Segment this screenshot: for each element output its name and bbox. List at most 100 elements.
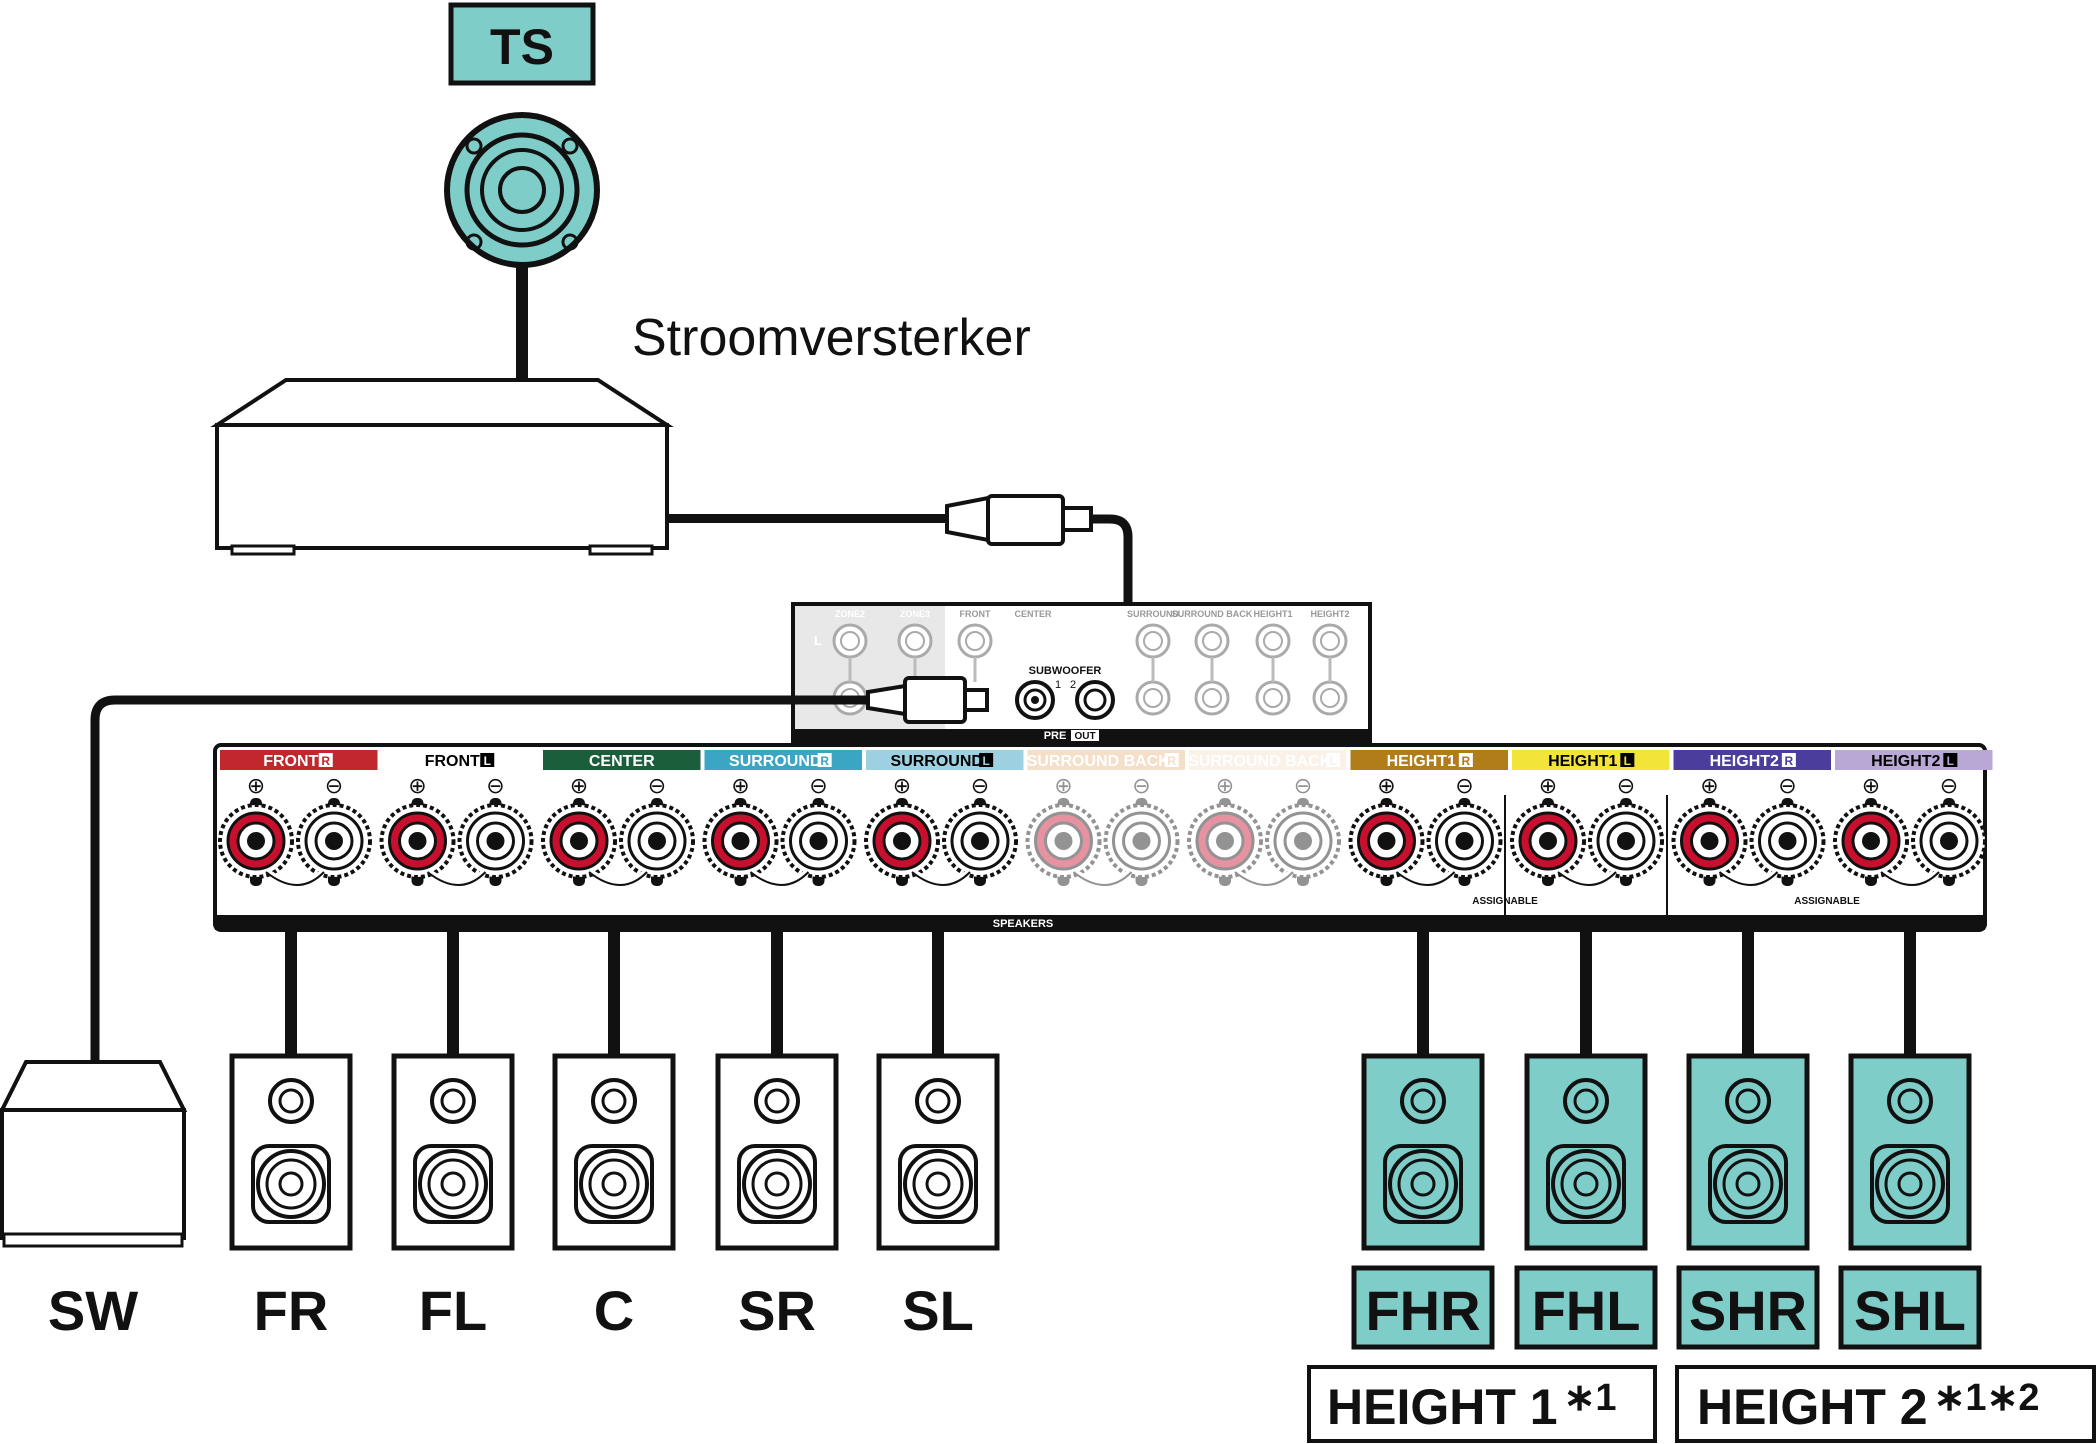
speaker-label: FHR (1365, 1279, 1480, 1342)
binding-post-icon (1187, 803, 1263, 879)
terminal-channel-label: CENTER (589, 753, 655, 770)
power-amplifier: Stroomversterker (210, 309, 1031, 556)
plus-icon: ⊕ (893, 774, 911, 799)
terminal-channel-label: SURROUND (729, 753, 821, 770)
speaker-label: FR (254, 1279, 329, 1342)
subwoofer: SW (0, 1060, 188, 1342)
pre-label: PRE (1044, 730, 1067, 742)
speaker-cable (1580, 915, 1592, 1057)
terminal-channel-label: SURROUND (891, 753, 983, 770)
preout-jack (832, 623, 868, 659)
terminal-channel-label: FRONT (263, 753, 318, 770)
terminal-side-label: R (321, 754, 330, 768)
minus-icon: ⊖ (1940, 774, 1958, 799)
height-group-1: HEIGHT 1∗1 (1307, 1365, 1657, 1443)
speaker-sl: SL (876, 915, 1000, 1342)
preout-jack (897, 623, 933, 659)
out-label: OUT (1074, 731, 1095, 742)
subwoofer-jack-2 (1075, 680, 1115, 720)
speaker-shl: SHL (1838, 915, 1982, 1350)
binding-post-icon (1025, 803, 1102, 879)
preout-col-label: ZONE3 (900, 609, 930, 619)
plus-icon: ⊕ (247, 774, 265, 799)
speaker-cable (1742, 915, 1754, 1057)
amplifier-label: Stroomversterker (632, 309, 1031, 367)
terminal-side-label: L (1624, 754, 1631, 768)
top-speaker-label-box (448, 2, 596, 86)
svg-text:HEIGHT 1∗1: HEIGHT 1∗1 (1327, 1377, 1617, 1435)
minus-icon: ⊖ (648, 774, 666, 799)
preout-jack (1312, 680, 1348, 716)
speaker-cable (932, 915, 944, 1057)
plus-icon: ⊕ (1054, 774, 1072, 799)
subwoofer-cable (90, 676, 989, 1062)
minus-icon: ⊖ (1778, 774, 1796, 799)
speaker-label: C (594, 1279, 634, 1342)
height-group-1-label: HEIGHT 1 (1327, 1379, 1558, 1435)
height-group-1-note: ∗1 (1564, 1377, 1617, 1419)
terminal-side-label: L (1947, 754, 1954, 768)
terminal-channel-label: HEIGHT2 (1871, 753, 1940, 770)
preout-col-label: SURROUND BACK (1172, 609, 1253, 619)
minus-icon: ⊖ (971, 774, 989, 799)
terminal-channel-label: SURROUND BACK (1188, 753, 1332, 770)
subwoofer-jack-number-1: 1 (1055, 679, 1061, 691)
speaker-terminal-center: CENTER⊕ ⊖ (541, 750, 701, 886)
assignable-label-1: ASSIGNABLE (1472, 896, 1538, 907)
plus-icon: ⊕ (1377, 774, 1395, 799)
terminal-channel-label: HEIGHT1 (1387, 753, 1456, 770)
speaker-shr: SHR (1676, 915, 1820, 1350)
terminal-side-label: R (820, 754, 829, 768)
terminal-channel-label: HEIGHT2 (1710, 753, 1779, 770)
speaker-cable (285, 915, 297, 1057)
height-group-2-label: HEIGHT 2 (1697, 1379, 1928, 1435)
preout-jack (1255, 623, 1291, 659)
preout-col-label: FRONT (960, 609, 991, 619)
preout-side-label: L (814, 633, 822, 648)
minus-icon: ⊖ (809, 774, 827, 799)
preout-col-label: HEIGHT2 (1310, 609, 1349, 619)
subwoofer-jack-label: SUBWOOFER (1029, 665, 1102, 677)
top-speaker-label: TS (490, 19, 554, 75)
speaker-fr: FR (229, 915, 353, 1342)
preout-jack (1135, 623, 1171, 659)
preout-jack (1135, 680, 1171, 716)
plus-icon: ⊕ (1216, 774, 1234, 799)
binding-post-icon (1265, 803, 1341, 879)
terminal-side-label: L (982, 754, 989, 768)
plus-icon: ⊕ (570, 774, 588, 799)
speaker-fhr: FHR (1351, 915, 1495, 1350)
speaker-label: SR (738, 1279, 816, 1342)
plus-icon: ⊕ (1539, 774, 1557, 799)
speaker-label: SL (902, 1279, 974, 1342)
terminal-side-label: R (1785, 754, 1794, 768)
preout-jack (1194, 623, 1230, 659)
speaker-label: FHL (1532, 1279, 1641, 1342)
terminal-channel-label: SURROUND BACK (1027, 753, 1171, 770)
speaker-cable (1904, 915, 1916, 1057)
terminal-side-label: R (1167, 754, 1176, 768)
terminal-channel-label: HEIGHT1 (1548, 753, 1617, 770)
preout-col-label: ZONE2 (835, 609, 865, 619)
preout-col-label: SURROUND (1127, 609, 1180, 619)
preout-col-label: CENTER (1014, 609, 1052, 619)
binding-post-icon (1103, 803, 1180, 879)
terminal-side-label: R (1462, 754, 1471, 768)
speaker-cable (771, 915, 783, 1057)
minus-icon: ⊖ (1132, 774, 1150, 799)
assignable-label-2: ASSIGNABLE (1794, 896, 1860, 907)
speaker-fhl: FHL (1514, 915, 1658, 1350)
speaker-cable (447, 915, 459, 1057)
subwoofer-jack-number-2: 2 (1070, 679, 1076, 691)
speaker-cable (608, 915, 620, 1057)
